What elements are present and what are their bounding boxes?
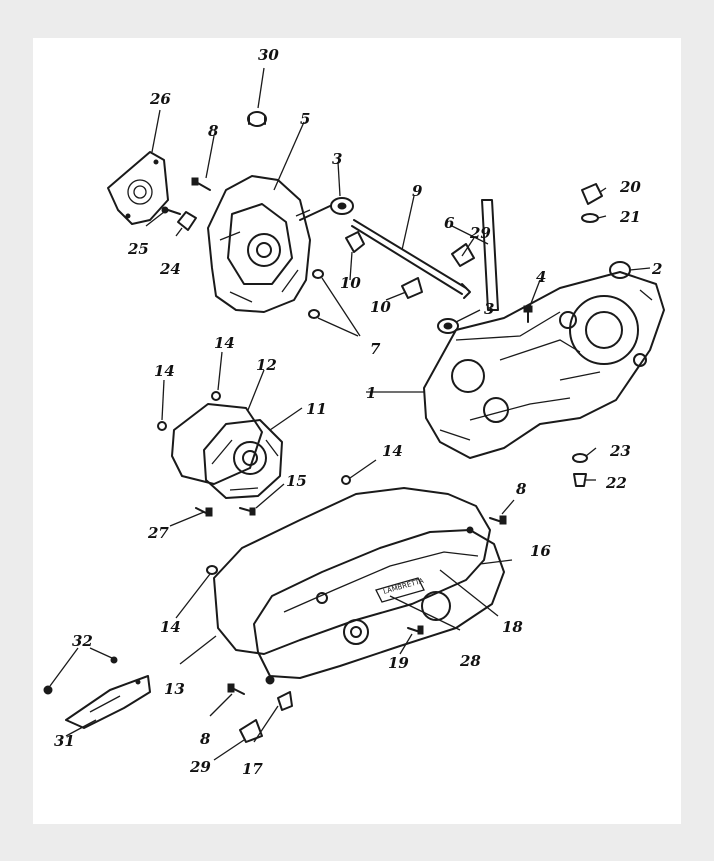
washer-3-upper bbox=[330, 197, 354, 215]
callout-21: 21 bbox=[619, 208, 641, 226]
callout-15: 15 bbox=[286, 472, 307, 490]
callout-29-upper: 29 bbox=[469, 224, 491, 242]
gasket-13 bbox=[213, 487, 491, 655]
callout-10-left: 10 bbox=[340, 274, 361, 292]
callout-32: 32 bbox=[72, 632, 93, 650]
dowel-7b bbox=[308, 309, 320, 319]
callout-27: 27 bbox=[147, 524, 169, 542]
callout-12: 12 bbox=[256, 356, 277, 374]
bracket-10a bbox=[345, 231, 365, 253]
cover-11 bbox=[203, 419, 283, 499]
callout-3-upper: 3 bbox=[332, 150, 342, 168]
gasket-12 bbox=[171, 403, 263, 485]
callout-10-right: 10 bbox=[370, 298, 391, 316]
callout-23: 23 bbox=[609, 442, 631, 460]
callout-31: 31 bbox=[54, 732, 75, 750]
callout-18: 18 bbox=[502, 618, 523, 636]
bracket-10b bbox=[401, 277, 423, 299]
callout-28: 28 bbox=[459, 652, 481, 670]
callout-8-lower: 8 bbox=[200, 730, 211, 748]
callout-8-upper: 8 bbox=[208, 122, 219, 140]
callout-14-b: 14 bbox=[214, 334, 235, 352]
screw-25 bbox=[161, 206, 181, 215]
gasket-26 bbox=[107, 151, 169, 225]
plate-6 bbox=[481, 199, 499, 311]
callout-5: 5 bbox=[300, 110, 310, 128]
callout-14-d: 14 bbox=[160, 618, 181, 636]
washer-3-lower bbox=[437, 318, 459, 334]
callout-4: 4 bbox=[536, 268, 546, 286]
bracket-17 bbox=[277, 691, 293, 711]
screw-32a bbox=[43, 685, 53, 695]
cap-20 bbox=[581, 183, 603, 205]
callout-26: 26 bbox=[149, 90, 171, 108]
dowel-14a bbox=[157, 421, 167, 431]
clip-29-lower bbox=[239, 719, 263, 743]
housing-5 bbox=[207, 175, 331, 313]
callout-17: 17 bbox=[242, 760, 263, 778]
callout-14-a: 14 bbox=[154, 362, 175, 380]
plug-2 bbox=[609, 261, 631, 279]
callout-6: 6 bbox=[444, 214, 455, 232]
callout-19: 19 bbox=[388, 654, 409, 672]
bolt-8-lower bbox=[227, 683, 245, 695]
callout-1: 1 bbox=[366, 384, 376, 402]
dowel-14c bbox=[341, 475, 351, 485]
crankcase-1 bbox=[423, 271, 665, 459]
ring-21 bbox=[581, 213, 599, 223]
washer-23 bbox=[572, 453, 588, 463]
brand-badge: LAMBRETTA bbox=[382, 577, 424, 596]
screw-32b bbox=[110, 656, 118, 664]
callout-22: 22 bbox=[605, 474, 627, 492]
bracket-24 bbox=[177, 211, 197, 231]
callout-7: 7 bbox=[370, 340, 381, 358]
callout-14-c: 14 bbox=[382, 442, 403, 460]
callout-13: 13 bbox=[164, 680, 185, 698]
callout-29-lower: 29 bbox=[189, 758, 211, 776]
dowel-14b bbox=[211, 391, 221, 401]
callout-25: 25 bbox=[127, 240, 149, 258]
callout-2: 2 bbox=[651, 260, 662, 278]
dowel-14d bbox=[206, 565, 218, 575]
callout-8-right: 8 bbox=[516, 480, 527, 498]
plug-22 bbox=[573, 473, 587, 487]
screw-15 bbox=[239, 507, 256, 516]
callout-20: 20 bbox=[619, 178, 641, 196]
leader-lines bbox=[49, 67, 651, 761]
stud-4 bbox=[523, 305, 533, 323]
dowel-7a bbox=[312, 269, 324, 279]
callout-24: 24 bbox=[159, 260, 181, 278]
screw-27 bbox=[195, 507, 213, 517]
plate-31 bbox=[65, 675, 151, 729]
callout-16: 16 bbox=[530, 542, 551, 560]
cap-30 bbox=[247, 111, 267, 127]
callout-9: 9 bbox=[412, 182, 423, 200]
shaft-9 bbox=[351, 219, 471, 299]
callout-11: 11 bbox=[306, 400, 327, 418]
bolt-8-upper bbox=[191, 177, 211, 191]
callout-30: 30 bbox=[258, 46, 279, 64]
bolt-8-right bbox=[489, 515, 507, 525]
screw-19 bbox=[407, 625, 424, 635]
callout-labels: 1 2 3 3 4 5 6 7 8 8 8 9 10 10 11 12 13 1… bbox=[54, 46, 662, 778]
clip-29-upper bbox=[451, 243, 475, 267]
callout-3-lower: 3 bbox=[484, 300, 494, 318]
diagram-sheet bbox=[33, 38, 681, 824]
